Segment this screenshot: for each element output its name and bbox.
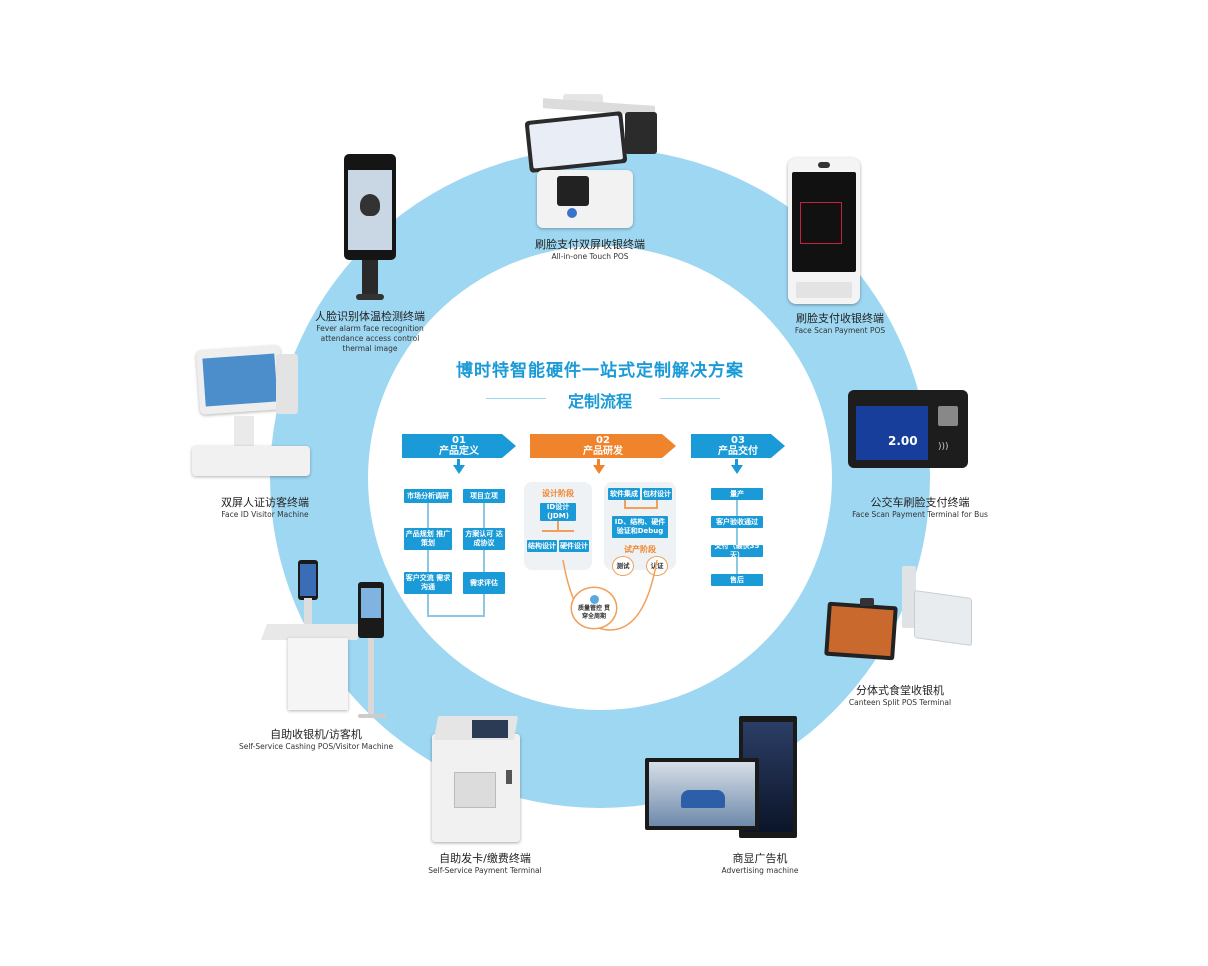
caption-advertising: 商显广告机 Advertising machine: [680, 852, 840, 876]
nfc-icon: ))): [938, 442, 949, 452]
shield-icon: [589, 595, 599, 604]
stage-02-arrow: 02 产品研发: [530, 434, 676, 458]
box-delivery: 交付（最快35天）: [711, 542, 763, 559]
caption-zh: 公交车刷脸支付终端: [870, 496, 970, 509]
caption-bus-terminal: 公交车刷脸支付终端 Face Scan Payment Terminal for…: [840, 496, 1000, 520]
stage-01-num: 01: [452, 435, 466, 446]
box-plan-agreement: 方案认可 达成协议: [463, 528, 505, 550]
subtitle: 定制流程: [567, 392, 632, 411]
connector: [483, 550, 485, 572]
connector: [624, 500, 626, 508]
stage-03-down-arrow: [731, 465, 743, 474]
caption-en: Face ID Visitor Machine: [221, 510, 309, 519]
box-structure-design: 结构设计: [527, 540, 557, 552]
box-packaging-design: 包材设计: [642, 488, 672, 500]
caption-fever-alarm: 人脸识别体温检测终端 Fever alarm face recognition …: [300, 310, 440, 354]
caption-canteen-pos: 分体式食堂收银机 Canteen Split POS Terminal: [820, 684, 980, 708]
box-hardware-design: 硬件设计: [559, 540, 589, 552]
stage-02-down-arrow: [593, 465, 605, 474]
fever-alarm-terminal-image: [342, 154, 398, 302]
box-id-design: ID设计 (JDM): [540, 503, 576, 521]
advertising-machine-image: [645, 716, 799, 840]
stage-03-down-stem: [735, 459, 738, 465]
caption-en: Canteen Split POS Terminal: [848, 698, 952, 707]
box-product-planning: 产品规划 推广策划: [404, 528, 452, 550]
caption-en: Self-Service Payment Terminal: [428, 866, 542, 875]
stage-01-down-stem: [457, 459, 460, 465]
caption-face-scan-pos: 刷脸支付收银终端 Face Scan Payment POS: [760, 312, 920, 336]
stage-03-arrow: 03 产品交付: [691, 434, 785, 458]
stage-01-label: 产品定义: [439, 446, 479, 457]
stage-02-down-stem: [597, 459, 600, 465]
caption-zh: 双屏人证访客终端: [221, 496, 309, 509]
bus-payment-terminal-image: 2.00 ))): [848, 390, 968, 468]
face-scan-pos-image: [788, 158, 860, 304]
connector: [542, 530, 574, 532]
self-service-cashing-image: [261, 558, 394, 722]
caption-self-service-cashing: 自助收银机/访客机 Self-Service Cashing POS/Visit…: [226, 728, 406, 752]
inner-circle: [368, 246, 832, 710]
caption-en: Self-Service Cashing POS/Visitor Machine: [238, 742, 394, 751]
face-id-visitor-image: [190, 344, 314, 480]
test-badge: 测试: [612, 556, 634, 576]
stage-01-down-arrow: [453, 465, 465, 474]
caption-zh: 刷脸支付双屏收银终端: [535, 238, 645, 251]
box-verification-debug: ID、结构、硬件 验证和Debug: [612, 516, 668, 538]
quality-control-label: 质量管控 贯穿全周期: [577, 605, 611, 620]
quality-arc: [562, 560, 658, 631]
quality-control-circle: 质量管控 贯穿全周期: [572, 588, 616, 628]
caption-face-id-visitor: 双屏人证访客终端 Face ID Visitor Machine: [180, 496, 350, 520]
caption-en: Face Scan Payment Terminal for Bus: [852, 510, 988, 519]
connector: [736, 528, 738, 545]
caption-zh: 自助收银机/访客机: [270, 728, 362, 741]
caption-zh: 商显广告机: [732, 852, 788, 865]
caption-zh: 人脸识别体温检测终端: [315, 310, 425, 323]
box-customer-acceptance: 客户验收通过: [711, 516, 763, 528]
caption-en: Fever alarm face recognition attendance …: [316, 324, 424, 353]
caption-zh: 分体式食堂收银机: [856, 684, 944, 697]
stage-01-arrow: 01 产品定义: [402, 434, 516, 458]
connector: [656, 500, 658, 508]
main-title: 博时特智能硬件一站式定制解决方案: [456, 361, 744, 381]
box-customer-communication: 客户交流 需求沟通: [404, 572, 452, 594]
stage-02-num: 02: [596, 435, 610, 446]
connector: [427, 615, 485, 617]
canteen-pos-image: [822, 564, 982, 676]
box-mass-production: 量产: [711, 488, 763, 500]
certification-badge: 认证: [646, 556, 668, 576]
caption-en: Face Scan Payment POS: [794, 326, 886, 335]
box-project-approval: 项目立项: [463, 489, 505, 503]
connector: [624, 507, 658, 509]
caption-en: Advertising machine: [721, 866, 799, 875]
subtitle-left-line: [486, 398, 546, 399]
caption-en: All-in-one Touch POS: [551, 252, 629, 261]
connector: [427, 594, 429, 616]
connector: [736, 557, 738, 574]
caption-zh: 刷脸支付收银终端: [796, 312, 884, 325]
box-software-integration: 软件集成: [608, 488, 640, 500]
connector: [483, 594, 485, 616]
connector: [557, 521, 559, 531]
connector: [427, 503, 429, 528]
stage-03-num: 03: [731, 435, 745, 446]
box-after-sales: 售后: [711, 574, 763, 586]
box-market-research: 市场分析调研: [404, 489, 452, 503]
connector: [483, 503, 485, 528]
stage-03-label: 产品交付: [718, 446, 758, 457]
box-requirement-assessment: 需求评估: [463, 572, 505, 594]
bus-screen-amount: 2.00: [888, 434, 918, 448]
subtitle-right-line: [660, 398, 720, 399]
trial-phase-title: 试产阶段: [624, 545, 656, 554]
caption-all-in-one-pos: 刷脸支付双屏收银终端 All-in-one Touch POS: [500, 238, 680, 262]
connector: [427, 550, 429, 572]
self-service-payment-image: [428, 714, 524, 844]
caption-zh: 自助发卡/缴费终端: [439, 852, 531, 865]
all-in-one-pos-image: [524, 92, 660, 232]
stage-02-label: 产品研发: [583, 446, 623, 457]
connector: [736, 500, 738, 516]
caption-self-service-payment: 自助发卡/缴费终端 Self-Service Payment Terminal: [400, 852, 570, 876]
design-phase-title: 设计阶段: [542, 489, 574, 498]
